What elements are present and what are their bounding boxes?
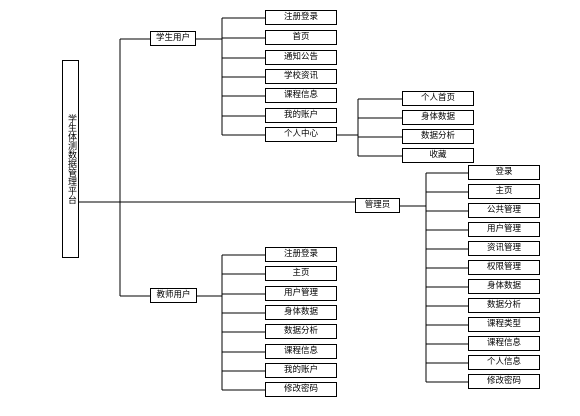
admin-child-node: 权限管理: [468, 260, 540, 275]
personal-center-node: 个人中心: [265, 127, 337, 142]
student-child-node: 我的账户: [265, 108, 337, 123]
admin-child-node: 数据分析: [468, 298, 540, 313]
student-user-node: 学生用户: [150, 31, 196, 46]
teacher-user-node: 教师用户: [150, 288, 197, 303]
personal-center-child-node: 个人首页: [402, 91, 474, 106]
personal-center-child-node: 数据分析: [402, 129, 474, 144]
root-node: 学生体测数据管理平台: [62, 60, 79, 258]
admin-child-node: 资讯管理: [468, 241, 540, 256]
teacher-child-node: 身体数据: [265, 305, 337, 320]
teacher-child-node: 课程信息: [265, 344, 337, 359]
teacher-child-node: 我的账户: [265, 363, 337, 378]
student-child-node: 学校资讯: [265, 69, 337, 84]
personal-center-child-node: 身体数据: [402, 110, 474, 125]
admin-child-node: 公共管理: [468, 203, 540, 218]
admin-child-node: 修改密码: [468, 374, 540, 389]
teacher-child-node: 注册登录: [265, 247, 337, 262]
admin-child-node: 身体数据: [468, 279, 540, 294]
admin-child-node: 用户管理: [468, 222, 540, 237]
admin-child-node: 主页: [468, 184, 540, 199]
admin-child-node: 个人信息: [468, 355, 540, 370]
admin-child-node: 课程类型: [468, 317, 540, 332]
teacher-child-node: 用户管理: [265, 286, 337, 301]
teacher-child-node: 数据分析: [265, 324, 337, 339]
admin-child-node: 登录: [468, 165, 540, 180]
admin-node: 管理员: [355, 198, 400, 213]
teacher-child-node: 修改密码: [265, 382, 337, 397]
personal-center-child-node: 收藏: [402, 148, 474, 163]
student-child-node: 首页: [265, 30, 337, 45]
student-child-node: 课程信息: [265, 88, 337, 103]
teacher-child-node: 主页: [265, 266, 337, 281]
admin-child-node: 课程信息: [468, 336, 540, 351]
student-child-node: 注册登录: [265, 10, 337, 25]
student-child-node: 通知公告: [265, 50, 337, 65]
